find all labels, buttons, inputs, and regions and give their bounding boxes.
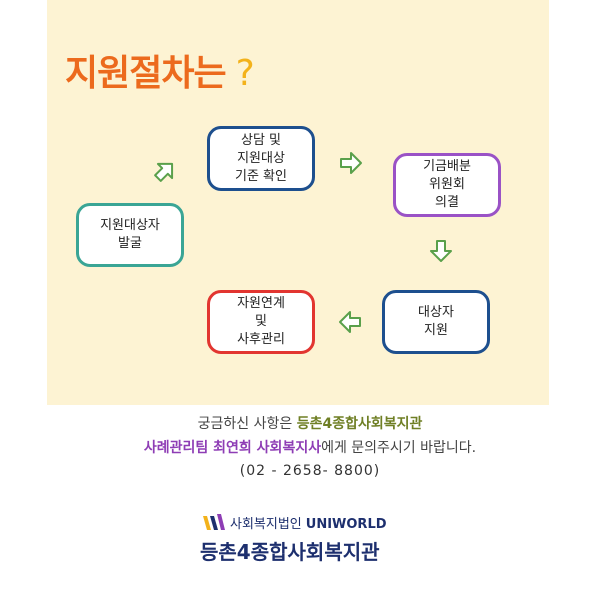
contact-line-1: 궁금하신 사항은 등촌4종합사회복지관 — [10, 414, 600, 434]
step-discover-recipient: 지원대상자 발굴 — [76, 203, 184, 267]
arrow-right-icon — [430, 240, 452, 262]
step-recipient-support: 대상자 지원 — [382, 290, 490, 354]
step-consultation: 상담 및 지원대상 기준 확인 — [207, 126, 315, 191]
org-subtitle-en: UNIWORLD — [305, 516, 387, 532]
contact-prefix: 궁금하신 사항은 — [197, 416, 297, 432]
step-resource-followup: 자원연계 및 사후관리 — [207, 290, 315, 354]
uniworld-logo-icon — [203, 514, 225, 530]
question-mark: ? — [235, 53, 255, 94]
contact-person: 사례관리팀 최연희 사회복지사 — [143, 440, 322, 456]
arrow-right-icon — [339, 311, 361, 333]
page-title: 지원절차는? — [65, 44, 255, 96]
org-subtitle-ko: 사회복지법인 — [230, 516, 302, 532]
arrow-right-icon — [340, 152, 362, 174]
contact-line-2: 사례관리팀 최연희 사회복지사에게 문의주시기 바랍니다. — [10, 438, 600, 458]
contact-suffix: 에게 문의주시기 바랍니다. — [321, 440, 477, 456]
step-committee-decision: 기금배분 위원회 의결 — [393, 153, 501, 217]
org-name: 등촌4종합사회복지관 — [200, 540, 380, 564]
title-text: 지원절차는 — [65, 53, 227, 94]
contact-phone: (02 - 2658- 8800) — [239, 463, 381, 479]
arrow-right-icon — [154, 162, 174, 182]
contact-center-name: 등촌4종합사회복지관 — [296, 416, 423, 432]
